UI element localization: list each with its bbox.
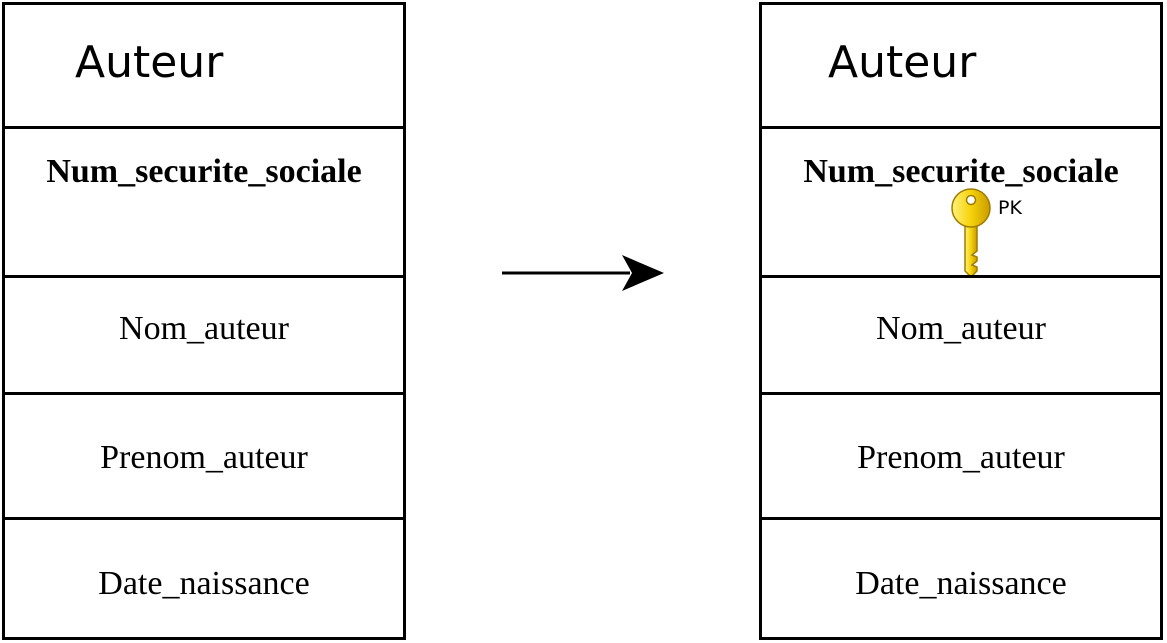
attribute-label: Prenom_auteur	[100, 439, 308, 476]
attribute-row: Prenom_auteur	[762, 392, 1160, 518]
attribute-row: Date_naissance	[5, 517, 403, 640]
entity-after: Auteur Num_securite_sociale PK Nom_auteu…	[759, 2, 1163, 640]
entity-before: Auteur Num_securite_sociale Nom_auteur P…	[2, 2, 406, 640]
attribute-row: Date_naissance	[762, 517, 1160, 640]
attribute-label: Nom_auteur	[876, 310, 1046, 347]
pk-label: PK	[998, 197, 1022, 219]
entity-header: Auteur	[5, 5, 403, 126]
entity-header: Auteur	[762, 5, 1160, 126]
attribute-row: Nom_auteur	[5, 275, 403, 393]
attribute-row: Nom_auteur	[762, 275, 1160, 393]
arrow-right-icon	[502, 255, 664, 291]
key-icon	[951, 188, 991, 279]
entity-title: Auteur	[828, 37, 977, 88]
primary-attribute-row: Num_securite_sociale PK	[762, 126, 1160, 279]
attribute-label: Nom_auteur	[119, 310, 289, 347]
attribute-label: Prenom_auteur	[857, 439, 1065, 476]
primary-attribute-label: Num_securite_sociale	[803, 153, 1119, 190]
attribute-label: Date_naissance	[98, 565, 310, 602]
entity-title: Auteur	[75, 37, 224, 88]
attribute-row: Prenom_auteur	[5, 392, 403, 518]
primary-attribute-row: Num_securite_sociale	[5, 126, 403, 276]
primary-attribute-label: Num_securite_sociale	[46, 153, 362, 190]
attribute-label: Date_naissance	[855, 565, 1067, 602]
